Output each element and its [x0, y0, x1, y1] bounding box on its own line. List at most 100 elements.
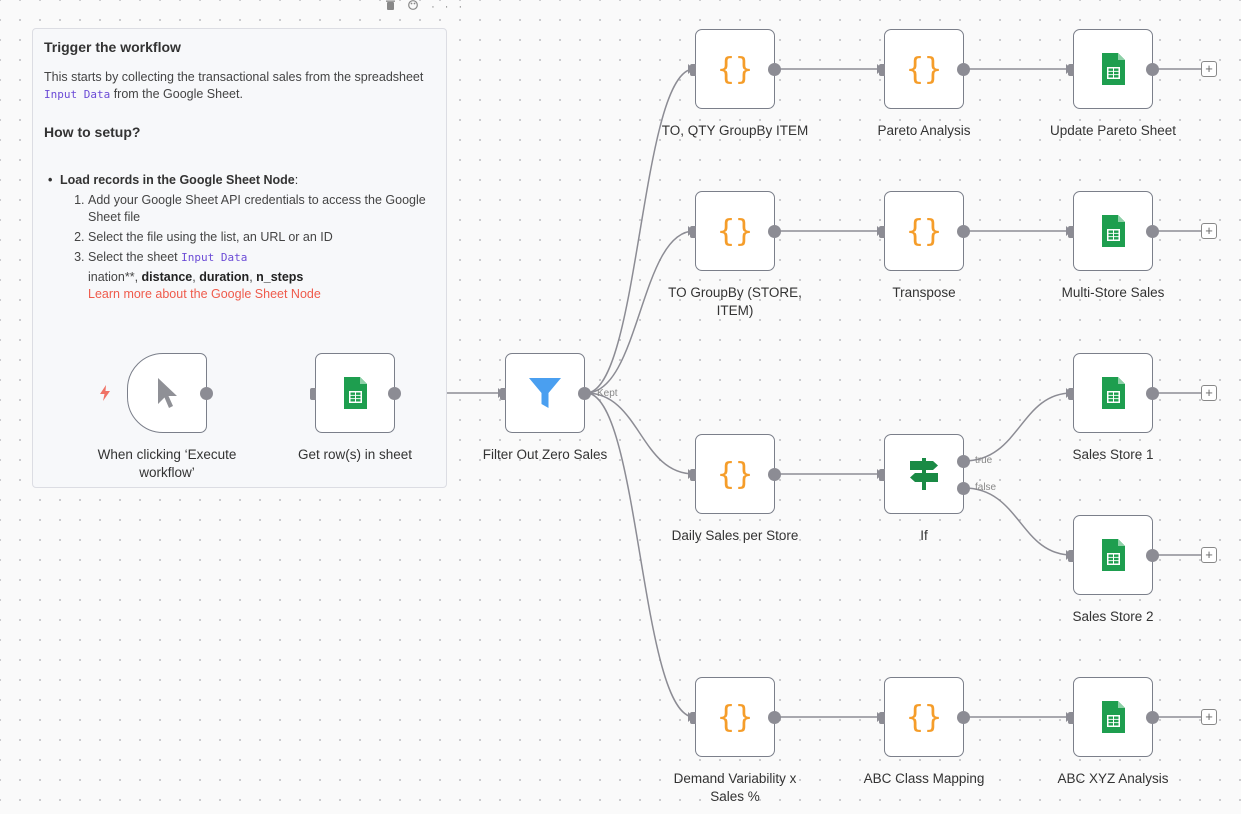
- input-handle[interactable]: [1068, 64, 1074, 76]
- node-to-groupby-store-item[interactable]: {} TO GroupBy (STORE, ITEM): [668, 191, 802, 318]
- node-abc-xyz-analysis[interactable]: ABC XYZ Analysis: [1057, 677, 1169, 786]
- code-braces-icon: {}: [717, 700, 753, 734]
- node-label: Update Pareto Sheet: [1049, 123, 1177, 138]
- input-handle[interactable]: [690, 226, 696, 238]
- svg-text:{}: {}: [717, 700, 753, 734]
- input-handle[interactable]: [879, 64, 885, 76]
- output-handle-kept[interactable]: [578, 387, 591, 400]
- output-handle[interactable]: [768, 225, 781, 238]
- add-node-button[interactable]: +: [1201, 385, 1217, 401]
- node-pareto-analysis[interactable]: {} Pareto Analysis: [877, 29, 971, 138]
- input-handle[interactable]: [1068, 226, 1074, 238]
- inline-code: Input Data: [181, 251, 248, 265]
- sticky-intro: This starts by collecting the transactio…: [44, 69, 424, 101]
- node-abc-class-mapping[interactable]: {} ABC Class Mapping: [864, 677, 984, 786]
- add-node-button[interactable]: +: [1201, 547, 1217, 563]
- node-label: Sales Store 2: [1072, 609, 1154, 624]
- input-handle[interactable]: [1068, 388, 1074, 400]
- output-handle[interactable]: [957, 225, 970, 238]
- output-handle[interactable]: [1146, 63, 1159, 76]
- google-sheets-icon: [1102, 539, 1125, 571]
- svg-text:{}: {}: [717, 457, 753, 491]
- node-multi-store-sales[interactable]: Multi-Store Sales: [1062, 191, 1164, 300]
- node-sales-store-2[interactable]: Sales Store 2: [1068, 515, 1159, 624]
- input-handle[interactable]: [1068, 550, 1074, 562]
- sticky-note[interactable]: Trigger the workflow This starts by coll…: [32, 28, 447, 488]
- add-node-button[interactable]: +: [1201, 223, 1217, 239]
- output-handle-true[interactable]: [957, 455, 970, 468]
- output-handle[interactable]: [768, 63, 781, 76]
- input-handle[interactable]: [500, 388, 506, 400]
- output-handle[interactable]: [768, 468, 781, 481]
- sticky-title: Trigger the workflow: [44, 39, 181, 55]
- port-label-true: true: [975, 455, 993, 466]
- output-handle[interactable]: [957, 63, 970, 76]
- node-label: Multi-Store Sales: [1061, 285, 1165, 300]
- google-sheets-icon: [1102, 701, 1125, 733]
- output-handle[interactable]: [957, 711, 970, 724]
- svg-text:{}: {}: [906, 700, 942, 734]
- node-label: Pareto Analysis: [877, 123, 971, 138]
- node-label: Demand Variability x Sales %: [673, 771, 797, 804]
- cursor-icon: [158, 378, 177, 408]
- svg-text:{}: {}: [717, 214, 753, 248]
- learn-more-link[interactable]: Learn more about the Google Sheet Node: [88, 286, 321, 301]
- setup-step: Select the sheet Input Data: [88, 249, 435, 266]
- code-braces-icon: {}: [906, 700, 942, 734]
- node-label: ABC XYZ Analysis: [1057, 771, 1169, 786]
- code-braces-icon: {}: [906, 52, 942, 86]
- input-handle[interactable]: [879, 712, 885, 724]
- input-handle[interactable]: [1068, 712, 1074, 724]
- input-handle[interactable]: [879, 469, 885, 481]
- setup-step: Select the file using the list, an URL o…: [88, 229, 435, 246]
- setup-steps: Add your Google Sheet API credentials to…: [44, 192, 435, 266]
- sticky-toolbar: ···: [386, 0, 472, 13]
- input-handle[interactable]: [690, 712, 696, 724]
- node-to-qty-groupby[interactable]: {} TO, QTY GroupBy ITEM: [662, 29, 808, 138]
- node-label: ABC Class Mapping: [863, 771, 985, 786]
- more-icon[interactable]: ···: [431, 1, 473, 13]
- node-update-pareto-sheet[interactable]: Update Pareto Sheet: [1050, 29, 1176, 138]
- node-transpose[interactable]: {} Transpose: [879, 191, 970, 300]
- output-handle[interactable]: [1146, 225, 1159, 238]
- filter-icon: [529, 378, 561, 408]
- node-label: Get row(s) in sheet: [297, 447, 413, 462]
- google-sheets-icon: [1102, 53, 1125, 85]
- code-braces-icon: {}: [717, 214, 753, 248]
- node-label: Daily Sales per Store: [671, 528, 799, 543]
- output-handle-false[interactable]: [957, 482, 970, 495]
- input-handle[interactable]: [310, 388, 316, 400]
- node-get-rows[interactable]: Get row(s) in sheet: [298, 353, 412, 462]
- output-handle[interactable]: [388, 387, 401, 400]
- trash-icon[interactable]: [386, 0, 408, 13]
- node-daily-sales-per-store[interactable]: {} Daily Sales per Store: [672, 434, 798, 543]
- inline-code: Input Data: [44, 87, 111, 101]
- node-demand-variability[interactable]: {} Demand Variability x Sales %: [674, 677, 796, 804]
- signpost-icon: [910, 458, 938, 490]
- output-handle[interactable]: [200, 387, 213, 400]
- node-label: TO GroupBy (STORE, ITEM): [668, 285, 802, 318]
- code-braces-icon: {}: [717, 457, 753, 491]
- node-if[interactable]: If: [879, 434, 970, 543]
- output-handle[interactable]: [768, 711, 781, 724]
- port-label-kept: Kept: [597, 388, 618, 399]
- node-filter-zero-sales[interactable]: Filter Out Zero Sales: [483, 353, 607, 462]
- code-braces-icon: {}: [906, 214, 942, 248]
- node-sales-store-1[interactable]: Sales Store 1: [1068, 353, 1159, 462]
- port-label-false: false: [975, 482, 997, 493]
- node-manual-trigger[interactable]: When clicking ‘Execute workflow’: [98, 353, 236, 480]
- input-handle[interactable]: [690, 469, 696, 481]
- node-label: TO, QTY GroupBy ITEM: [661, 123, 809, 138]
- output-handle[interactable]: [1146, 387, 1159, 400]
- input-handle[interactable]: [690, 64, 696, 76]
- add-node-button[interactable]: +: [1201, 61, 1217, 77]
- setup-step: Add your Google Sheet API credentials to…: [88, 192, 435, 226]
- output-handle[interactable]: [1146, 711, 1159, 724]
- input-handle[interactable]: [879, 226, 885, 238]
- setup-bullet: Load records in the Google Sheet Node:: [44, 172, 435, 189]
- svg-text:{}: {}: [717, 52, 753, 86]
- setup-extra: ination**, distance, duration, n_steps: [88, 269, 304, 284]
- palette-icon[interactable]: [408, 0, 431, 13]
- output-handle[interactable]: [1146, 549, 1159, 562]
- add-node-button[interactable]: +: [1201, 709, 1217, 725]
